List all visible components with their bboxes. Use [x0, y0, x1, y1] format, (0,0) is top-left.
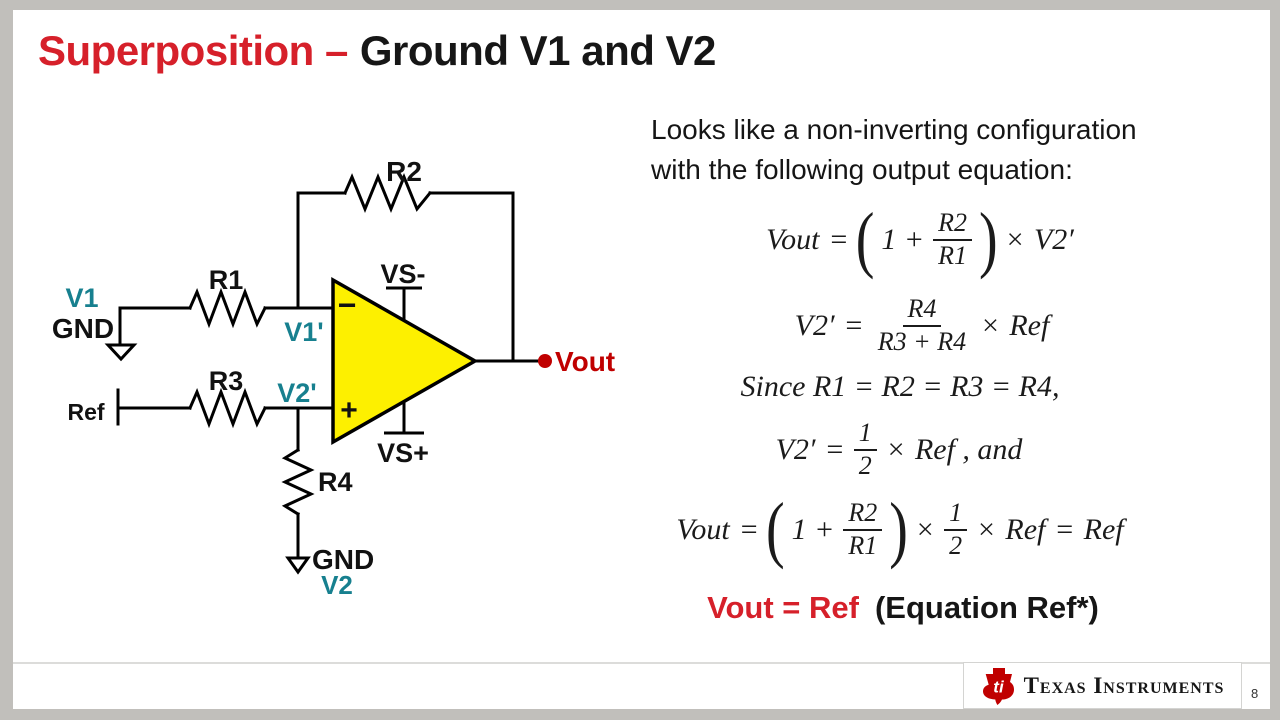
eq1-rhs: V2′ — [1033, 223, 1074, 256]
footer-divider — [13, 662, 1270, 664]
label-vout: Vout — [555, 346, 615, 377]
result-line: Vout = Ref (Equation Ref*) — [603, 590, 1203, 626]
eq4-denominator: 2 — [858, 451, 872, 480]
wire-v1-input — [118, 306, 192, 347]
eq5-lhs: Vout — [676, 513, 730, 546]
eq5-numerator: R2 — [843, 498, 883, 531]
supply-stubs — [384, 286, 424, 435]
page-title: Superposition –Ground V1 and V2 — [38, 26, 716, 76]
eq1-times: × — [1004, 223, 1025, 256]
equation-v2-prime-divider: V2′ = R4 R3 + R4 × Ref — [622, 284, 1222, 368]
label-v1: V1 — [65, 283, 98, 313]
circuit-wires — [116, 173, 547, 560]
eq2-numerator: R4 — [902, 294, 942, 327]
ti-logo-box: ti Texas Instruments — [963, 662, 1242, 709]
eq5-times-2: × — [976, 513, 997, 546]
eq5-equals: = — [738, 513, 759, 546]
eq5-fraction-r2-r1: R2 R1 — [843, 498, 883, 561]
eq2-rhs: Ref — [1009, 309, 1050, 342]
eq4-lhs: V2′ — [775, 433, 816, 466]
label-r1: R1 — [209, 265, 244, 295]
eq5-denominator: R1 — [848, 531, 878, 560]
label-v2: V2 — [321, 570, 353, 600]
eq1-close-paren: ) — [979, 198, 998, 281]
intro-line-1: Looks like a non-inverting configuration — [651, 114, 1137, 145]
label-vs-minus: VS- — [380, 259, 425, 289]
opamp-inverting-input-sign: − — [338, 287, 357, 323]
eq2-times: × — [980, 309, 1001, 342]
ground-symbol-top — [104, 343, 138, 362]
opamp-triangle — [331, 276, 479, 446]
opamp-circuit-diagram: V1 GND R1 R2 V1' VS- Ref R3 V2' R4 VS+ V… — [52, 156, 615, 600]
eq4-rhs: Ref , and — [914, 433, 1023, 466]
vout-node-dot — [538, 354, 552, 368]
ti-logo-icon: ti — [982, 667, 1014, 705]
eq5-open-paren: ( — [765, 488, 785, 571]
label-ref: Ref — [67, 399, 104, 425]
brand-wordmark: Texas Instruments — [1023, 672, 1225, 698]
page-number: 8 — [1251, 686, 1259, 701]
resistor-r2 — [343, 173, 433, 213]
eq1-one-plus: 1 + — [881, 223, 925, 256]
eq2-lhs: V2′ — [794, 309, 835, 342]
eq2-denominator: R3 + R4 — [877, 327, 967, 356]
eq1-open-paren: ( — [855, 198, 875, 281]
label-v2-prime: V2' — [277, 378, 316, 408]
label-vs-plus: VS+ — [377, 438, 429, 468]
result-highlight: Vout = Ref — [707, 590, 859, 625]
resistor-r1 — [188, 287, 268, 329]
title-rest: Ground V1 and V2 — [359, 27, 717, 74]
slide: Superposition –Ground V1 and V2 — [13, 10, 1270, 709]
eq5-one-plus: 1 + — [791, 513, 835, 546]
eq2-equals: = — [843, 309, 864, 342]
eq1-fraction: R2 R1 — [933, 208, 973, 271]
eq5-close-paren: ) — [889, 488, 908, 571]
equation-vout-equals-ref: Vout = ( 1 + R2 R1 ) × 1 2 × Ref = Ref — [600, 486, 1200, 574]
opamp-noninverting-input-sign: + — [340, 394, 358, 427]
eq5-times-1: × — [914, 513, 936, 546]
title-highlight: Superposition – — [38, 27, 348, 74]
eq4-times: × — [885, 433, 906, 466]
eq1-lhs: Vout — [766, 223, 820, 256]
resistor-r4 — [281, 447, 315, 517]
label-gnd-bottom: GND — [312, 544, 374, 575]
intro-line-2: with the following output equation: — [651, 154, 1073, 185]
eq2-fraction: R4 R3 + R4 — [873, 294, 971, 357]
eq1-numerator: R2 — [933, 208, 973, 241]
eq4-numerator: 1 — [853, 418, 877, 451]
intro-text: Looks like a non-inverting configuration… — [651, 110, 1137, 190]
eq5-equals-2: = — [1054, 513, 1075, 546]
eq1-equals: = — [828, 223, 849, 256]
eq5-denominator-2: 2 — [949, 531, 963, 560]
ground-symbol-bottom — [285, 556, 311, 575]
label-r2: R2 — [386, 156, 422, 187]
wire-feedback-down — [428, 191, 515, 363]
equation-vout-noninverting: Vout = ( 1 + R2 R1 ) × V2′ — [620, 196, 1220, 284]
eq4-equals: = — [824, 433, 845, 466]
explanation-column: Looks like a non-inverting configuration… — [640, 10, 1240, 670]
eq5-rhs: Ref — [1083, 513, 1124, 546]
eq3-text: Since R1 = R2 = R3 = R4, — [740, 370, 1060, 403]
wire-feedback-up — [296, 191, 347, 310]
label-r3: R3 — [209, 366, 244, 396]
label-r4: R4 — [318, 467, 353, 497]
eq5-mid: Ref — [1005, 513, 1046, 546]
resistor-r3 — [188, 387, 268, 429]
label-v1-prime: V1' — [284, 317, 323, 347]
ti-logo-monogram: ti — [993, 677, 1005, 696]
ti-logo-shape — [982, 667, 1014, 705]
eq1-denominator: R1 — [938, 241, 968, 270]
equation-v2-prime-half-ref: V2′ = 1 2 × Ref , and — [599, 412, 1199, 488]
eq4-fraction: 1 2 — [853, 418, 877, 481]
eq5-fraction-half: 1 2 — [944, 498, 968, 561]
label-gnd-top: GND — [52, 313, 114, 344]
eq5-numerator-2: 1 — [944, 498, 968, 531]
equation-since-equal-resistors: Since R1 = R2 = R3 = R4, — [600, 370, 1200, 403]
result-rest: (Equation Ref*) — [874, 590, 1099, 625]
